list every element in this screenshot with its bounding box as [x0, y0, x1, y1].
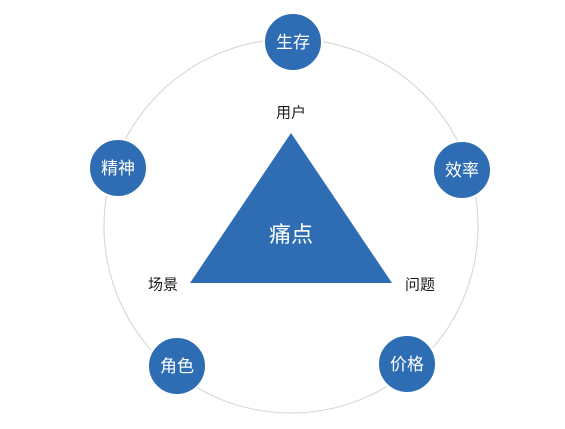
outer-node-label: 生存: [276, 33, 310, 53]
outer-node-circle: [263, 12, 323, 72]
outer-node-label: 角色: [160, 357, 194, 377]
outer-node-spirit: 精神: [88, 138, 148, 198]
outer-node-circle: [432, 140, 492, 200]
outer-node-role: 角色: [147, 336, 207, 396]
outer-node-label: 价格: [390, 355, 424, 375]
vertex-label-problem: 问题: [405, 276, 435, 294]
outer-node-price: 价格: [377, 334, 437, 394]
outer-node-label: 精神: [101, 159, 135, 179]
outer-node-circle: [377, 334, 437, 394]
outer-node-circle: [147, 336, 207, 396]
pain-point-triangle: [190, 133, 392, 283]
center-label: 痛点: [269, 223, 313, 248]
vertex-label-user: 用户: [276, 104, 306, 122]
outer-node-efficiency: 效率: [432, 140, 492, 200]
vertex-label-scene: 场景: [148, 276, 178, 294]
outer-node-circle: [88, 138, 148, 198]
outer-node-survival: 生存: [263, 12, 323, 72]
outer-node-label: 效率: [445, 161, 479, 181]
